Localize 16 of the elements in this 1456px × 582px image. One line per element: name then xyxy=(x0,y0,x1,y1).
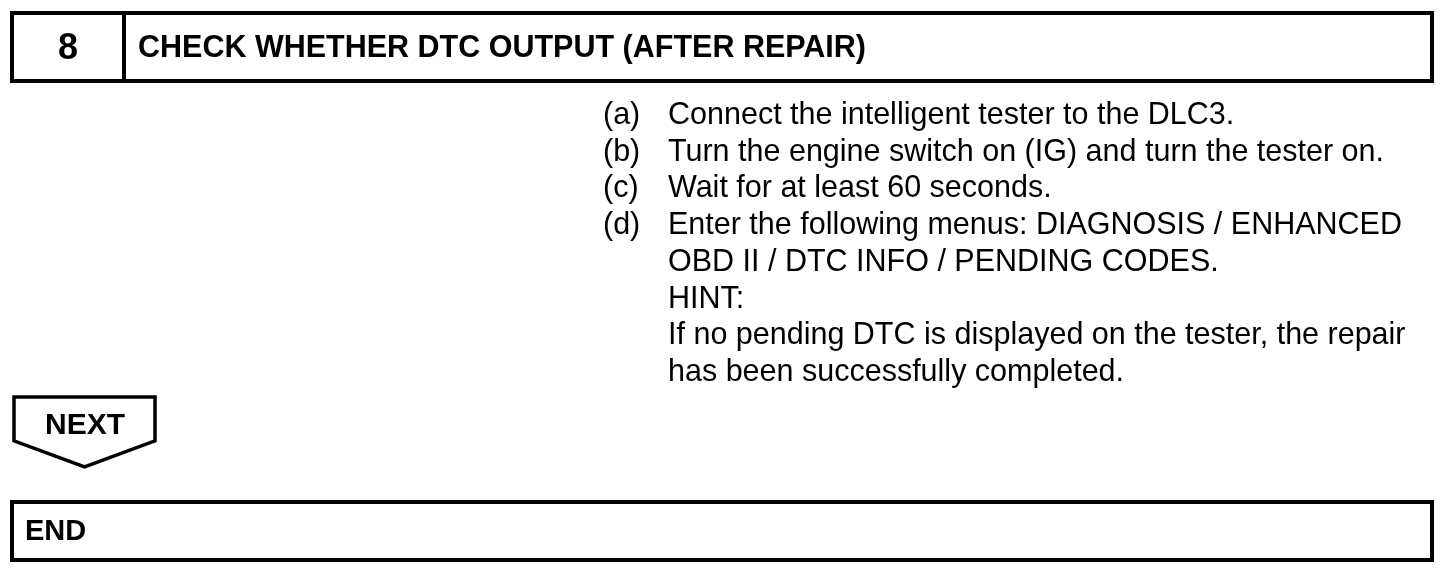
next-chevron xyxy=(12,395,157,469)
instruction-text: Wait for at least 60 seconds. xyxy=(668,169,1052,204)
instruction-text: Turn the engine switch on (IG) and turn the tester on. xyxy=(668,132,1384,167)
step-marker: (d) xyxy=(603,206,641,241)
hint-text: If no pending DTC is displayed on the tester, the repair has been successfully completed. xyxy=(668,316,1406,387)
end-label: END xyxy=(25,515,87,547)
next-label: NEXT xyxy=(45,407,125,440)
step-title: CHECK WHETHER DTC OUTPUT (AFTER REPAIR) xyxy=(138,30,866,64)
instruction-text: Connect the intelligent tester to the DLC3. xyxy=(668,96,1235,130)
end-box xyxy=(10,500,1434,562)
step-number: 8 xyxy=(58,27,79,67)
step-marker: (a) xyxy=(603,96,641,130)
hint-heading: HINT: xyxy=(668,279,745,314)
instruction-text: Enter the following menus: DIAGNOSIS / ENHANCED OBD II / DTC INFO / PENDING CODES. xyxy=(668,206,1402,277)
step-marker: (c) xyxy=(603,169,639,204)
step-marker: (b) xyxy=(603,132,641,167)
